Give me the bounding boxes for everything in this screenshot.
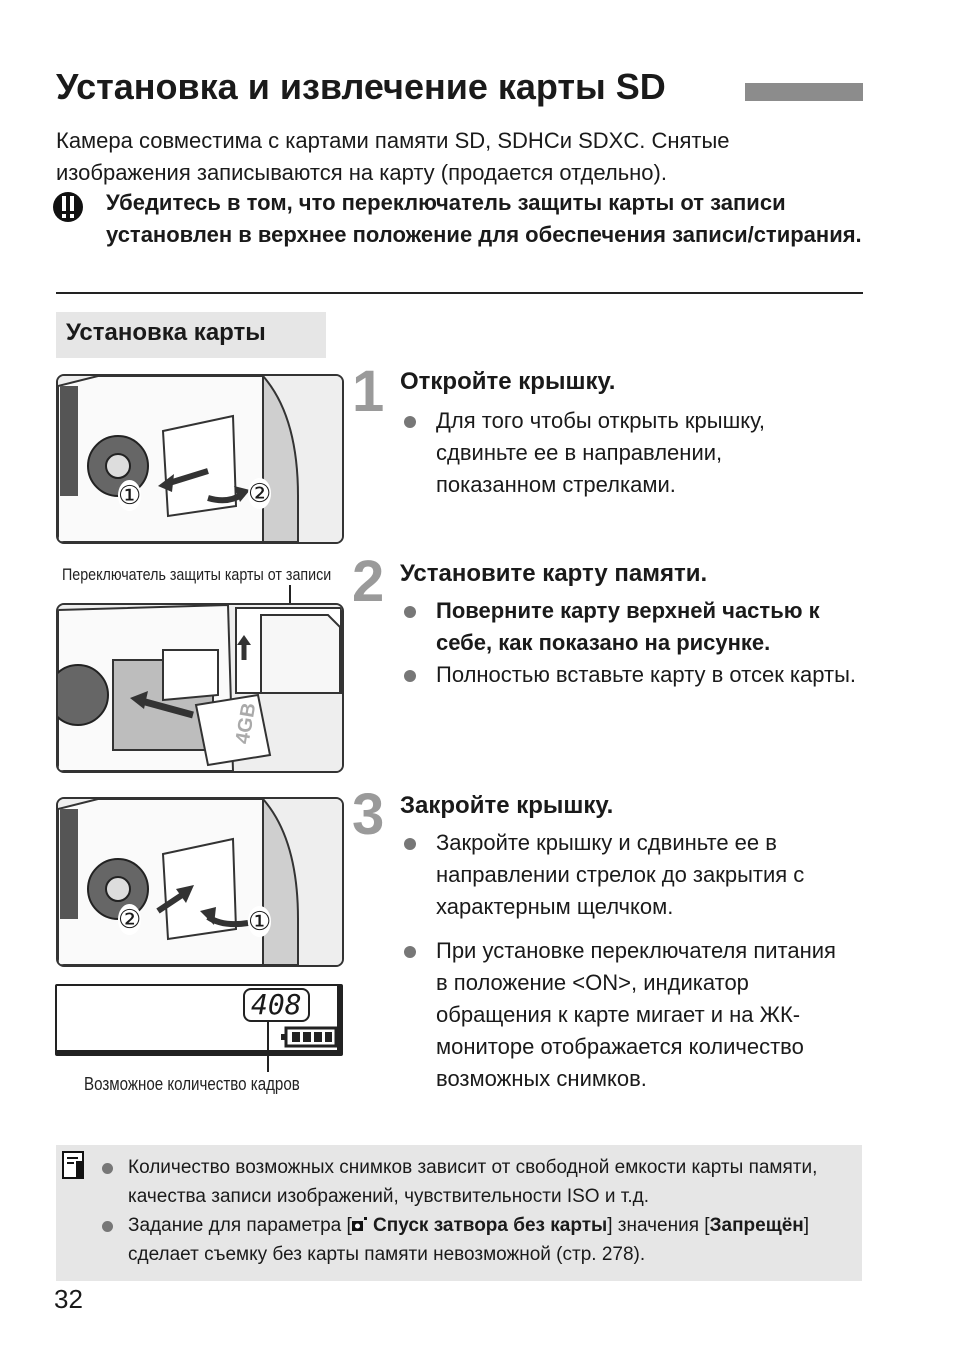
step-title-2: Установите карту памяти.	[400, 560, 708, 587]
memo-icon	[62, 1151, 84, 1179]
note-text: ] значения [	[607, 1215, 710, 1236]
section-title: Установка карты	[66, 319, 266, 346]
figure-insert-card	[56, 603, 344, 773]
figure-close-cover	[56, 797, 344, 967]
caution-text: Убедитесь в том, что переключатель защит…	[106, 190, 862, 247]
callout-mark-1: ①	[118, 480, 142, 511]
step-number-1: 1	[352, 359, 385, 424]
lcd-shots-remaining: 408	[243, 988, 310, 1022]
list-item: При установке переключателя питания в по…	[400, 935, 840, 1095]
step-title-3: Закройте крышку.	[400, 792, 614, 819]
figure-open-cover	[56, 374, 344, 544]
callout-mark-2: ②	[248, 478, 272, 509]
step-bullets-2: Поверните карту верхней частью к себе, к…	[400, 595, 860, 691]
list-item: Поверните карту верхней частью к себе, к…	[400, 595, 860, 659]
caution-icon	[53, 192, 83, 222]
intro-text: Камера совместима с картами памяти SD, S…	[56, 128, 730, 185]
list-item: Для того чтобы открыть крышку, сдвиньте …	[400, 405, 840, 501]
note-text: Задание для параметра [	[128, 1215, 352, 1236]
list-item: Закройте крышку и сдвиньте ее в направле…	[400, 827, 840, 923]
lcd-panel: 408	[55, 984, 343, 1056]
list-item: Задание для параметра [ Спуск затвора бе…	[98, 1211, 848, 1269]
step-bullets-1: Для того чтобы открыть крышку, сдвиньте …	[400, 405, 840, 501]
menu-setting-value: Запрещён	[709, 1215, 804, 1236]
write-protect-caption: Переключатель защиты карты от записи	[62, 565, 332, 584]
section-heading: Установка карты	[56, 312, 326, 358]
callout-mark-1: ①	[248, 906, 272, 937]
battery-icon	[281, 1026, 337, 1048]
step-number-3: 3	[352, 782, 385, 847]
camera-close-illustration	[58, 799, 342, 965]
step-bullets-3: Закройте крышку и сдвиньте ее в направле…	[400, 827, 840, 1095]
camera-illustration	[58, 376, 342, 542]
page-number: 32	[54, 1284, 83, 1314]
list-item: Количество возможных снимков зависит от …	[98, 1153, 848, 1211]
page-title: Установка и извлечение карты SD	[56, 66, 666, 107]
divider	[56, 292, 863, 294]
title-decoration-bar	[745, 83, 863, 101]
step-title-1: Откройте крышку.	[400, 368, 616, 395]
lcd-leader-line	[267, 1020, 269, 1072]
step-number-2: 2	[352, 549, 385, 614]
camera-menu-icon	[351, 1217, 367, 1231]
menu-setting-name: Спуск затвора без карты	[367, 1215, 608, 1236]
note-list: Количество возможных снимков зависит от …	[98, 1153, 848, 1269]
note-box: Количество возможных снимков зависит от …	[56, 1145, 862, 1281]
callout-mark-2: ②	[118, 904, 142, 935]
note-text: ] сделает съемку без карты памяти невозм…	[128, 1215, 810, 1265]
lcd-caption: Возможное количество кадров	[84, 1074, 300, 1094]
card-insert-illustration	[58, 605, 342, 771]
list-item: Полностью вставьте карту в отсек карты.	[400, 659, 860, 691]
